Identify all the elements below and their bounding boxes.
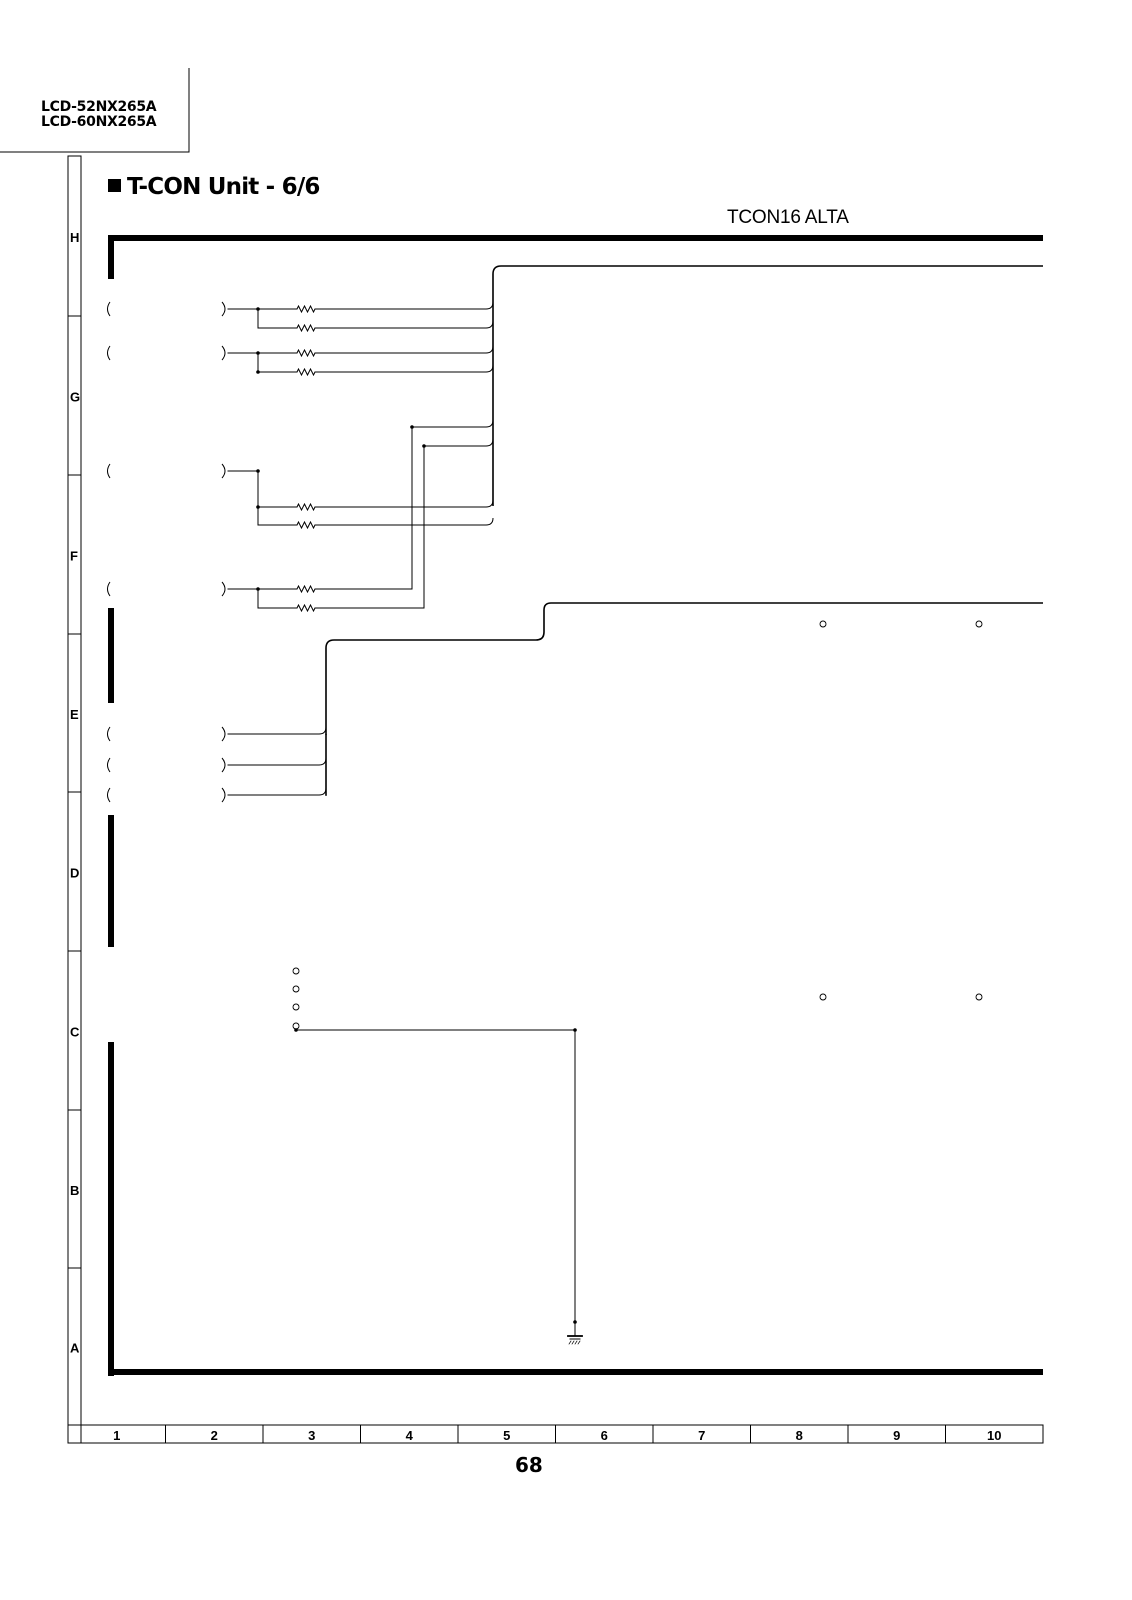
wire-bend [485, 364, 494, 373]
test-point-icon [292, 967, 300, 975]
frame-bar-bottom [108, 1369, 1043, 1375]
test-point-icon [975, 993, 983, 1001]
frame-bar-left [108, 608, 114, 703]
title-bullet-icon [108, 179, 121, 192]
column-label: 8 [796, 1428, 803, 1443]
column-label: 9 [893, 1428, 900, 1443]
ground-hatch [577, 1340, 581, 1345]
column-label: 2 [211, 1428, 218, 1443]
column-label: 5 [503, 1428, 510, 1443]
port-bracket-right [221, 463, 226, 479]
row-label: H [70, 230, 79, 245]
junction-dot [256, 469, 260, 473]
wire-bend [485, 345, 494, 354]
wire-bend [485, 517, 494, 526]
port-bracket-right [221, 757, 226, 773]
row-label: C [70, 1025, 80, 1040]
test-point-icon [292, 1022, 300, 1030]
junction-dot [573, 1320, 577, 1324]
port-bracket-right [221, 787, 226, 803]
resistor-symbol [296, 603, 316, 613]
port-bracket-left [107, 581, 111, 597]
frame-bar-top [108, 235, 1043, 241]
row-label: G [70, 390, 80, 405]
row-label: B [70, 1183, 79, 1198]
header-border [0, 68, 190, 153]
port-bracket-left [107, 463, 111, 479]
row-label: D [70, 866, 79, 881]
resistor-symbol [296, 323, 316, 333]
port-bracket-right [221, 581, 226, 597]
bus-main [492, 265, 1043, 506]
sheet-name: TCON16 ALTA [727, 207, 849, 228]
port-bracket-right [221, 726, 226, 742]
wire-bend [485, 320, 494, 329]
frame-bar-left [108, 815, 114, 947]
junction-dot [294, 1028, 298, 1032]
resistor-symbol [296, 367, 316, 377]
test-point-icon [975, 620, 983, 628]
column-label: 10 [987, 1428, 1001, 1443]
port-bracket-right [221, 301, 226, 317]
wire-bend [485, 419, 494, 428]
page-number: 68 [515, 1453, 543, 1477]
port-bracket-left [107, 301, 111, 317]
column-label: 1 [113, 1428, 120, 1443]
column-label: 7 [698, 1428, 705, 1443]
ground-hatch [568, 1340, 572, 1345]
page-title-text: T-CON Unit - 6/6 [127, 174, 320, 200]
wire-bend [318, 757, 327, 766]
column-label: 3 [308, 1428, 315, 1443]
wire-bend [485, 499, 494, 508]
port-bracket-left [107, 787, 111, 803]
row-label: E [70, 707, 79, 722]
frame-bar-left [108, 235, 114, 279]
resistor-symbol [296, 502, 316, 512]
resistor-symbol [296, 348, 316, 358]
test-point-icon [819, 993, 827, 1001]
test-point-icon [292, 985, 300, 993]
port-bracket-right [221, 345, 226, 361]
row-label: F [70, 549, 78, 564]
wire-bend [485, 301, 494, 310]
row-label: A [70, 1341, 80, 1356]
ground-hatch [574, 1340, 578, 1345]
junction-dot [256, 370, 260, 374]
port-bracket-left [107, 726, 111, 742]
resistor-symbol [296, 520, 316, 530]
wire-bend [318, 726, 327, 735]
test-point-icon [292, 1003, 300, 1011]
port-bracket-left [107, 345, 111, 361]
ground-hatch [571, 1340, 575, 1345]
port-bracket-left [107, 757, 111, 773]
column-label: 6 [601, 1428, 608, 1443]
wire-bend [318, 787, 327, 796]
model-number-1: LCD-52NX265A [41, 99, 157, 115]
resistor-symbol [296, 304, 316, 314]
bus-power [325, 602, 1043, 735]
test-point-icon [819, 620, 827, 628]
model-number-2: LCD-60NX265A [41, 114, 157, 130]
resistor-symbol [296, 584, 316, 594]
wire-bend [485, 438, 494, 447]
page-title: T-CON Unit - 6/6 [108, 174, 320, 200]
column-label: 4 [406, 1428, 414, 1443]
frame-bar-left [108, 1042, 114, 1376]
